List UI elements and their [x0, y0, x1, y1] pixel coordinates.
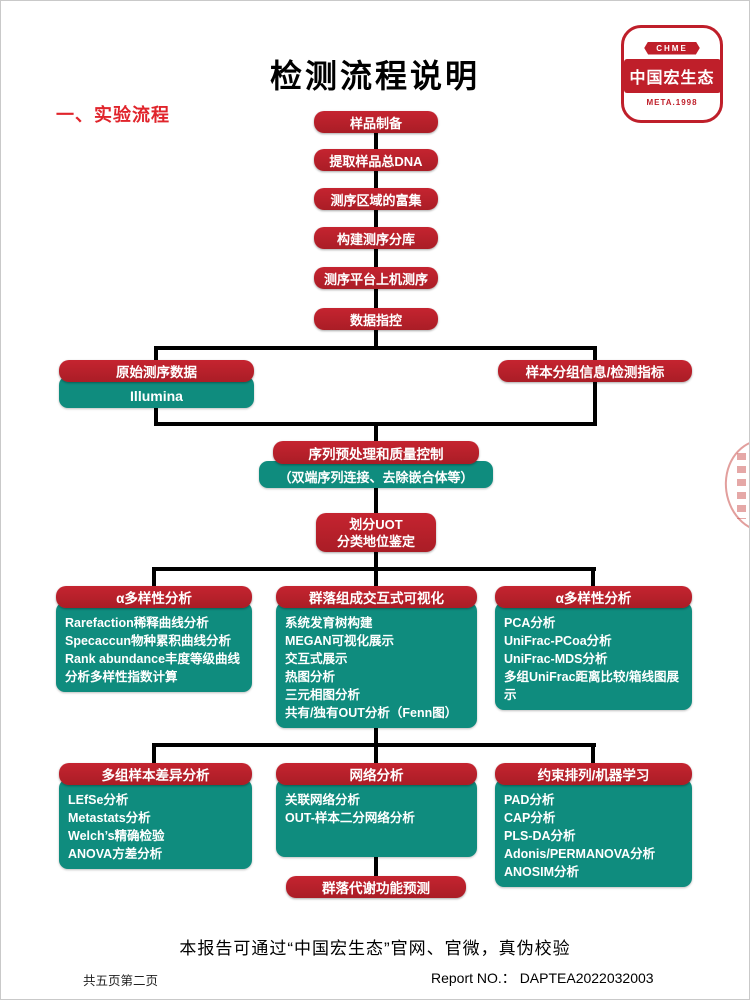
connector-line: [374, 743, 378, 763]
connector-line: [374, 330, 378, 346]
connector-line: [374, 210, 378, 227]
page-indicator: 共五页第二页: [83, 974, 159, 988]
connector-line: [593, 346, 597, 360]
connector-line: [374, 133, 378, 149]
analysis-item: 多组UniFrac距离比较/箱线图展示: [504, 670, 680, 702]
logo-meta-text: META.1998: [646, 97, 698, 107]
report-number: Report NO.： DAPTEA2022032003: [431, 970, 654, 986]
analysis-item: 共有/独有OUT分析（Fenn图）: [285, 706, 458, 720]
connector-line: [591, 743, 595, 763]
analysis-item: 交互式展示: [285, 652, 348, 666]
analysis-item: OUT-样本二分网络分析: [285, 811, 415, 825]
analysis-item: PCA分析: [504, 616, 556, 630]
community-visualization-box-body: 系统发育树构建 MEGAN可视化展示 交互式展示 热图分析 三元相图分析 共有/…: [276, 602, 477, 728]
analysis-item: 热图分析: [285, 670, 336, 684]
beta-diversity-box-header: α多样性分析: [495, 586, 692, 608]
analysis-item: Welch’s精确检验: [68, 829, 165, 843]
analysis-item: PAD分析: [504, 793, 555, 807]
seal-stamp-marks: [737, 453, 746, 519]
connector-line: [593, 382, 597, 422]
connector-line: [374, 171, 378, 188]
sample-info-box: 样本分组信息/检测指标: [498, 360, 692, 382]
analysis-item: Specaccun物种累积曲线分析: [65, 634, 232, 648]
machine-learning-box-body: PAD分析 CAP分析 PLS-DA分析 Adonis/PERMANOVA分析 …: [495, 779, 692, 887]
section-heading: 一、实验流程: [56, 105, 170, 125]
difference-analysis-box-body: LEfSe分析 Metastats分析 Welch’s精确检验 ANOVA方差分…: [59, 779, 252, 869]
analysis-item: 系统发育树构建: [285, 616, 373, 630]
connector-line: [374, 857, 378, 876]
page-title: 检测流程说明: [269, 58, 480, 94]
footer-verification-note: 本报告可通过“中国宏生态”官网、官微，真伪校验: [179, 939, 571, 958]
uot-classification-box: 划分UOT 分类地位鉴定: [316, 513, 436, 552]
connector-line: [152, 567, 156, 586]
uot-line-2: 分类地位鉴定: [336, 533, 415, 549]
difference-analysis-box-header: 多组样本差异分析: [59, 763, 252, 785]
company-logo-badge: CHME 中国宏生态 META.1998: [621, 25, 723, 123]
flow-step-box: 提取样品总DNA: [314, 149, 438, 171]
network-analysis-box-header: 网络分析: [276, 763, 477, 785]
analysis-item: Rank abundance丰度等级曲线分析多样性指数计算: [65, 652, 241, 684]
logo-banner: CHME: [644, 41, 700, 55]
logo-company-name: 中国宏生态: [623, 58, 721, 93]
analysis-item: 三元相图分析: [285, 688, 361, 702]
flow-step-box: 测序区域的富集: [314, 188, 438, 210]
connector-line: [374, 728, 378, 743]
machine-learning-box-header: 约束排列/机器学习: [495, 763, 692, 785]
network-analysis-box-body: 关联网络分析 OUT-样本二分网络分析: [276, 779, 477, 857]
flow-step-box: 数据指控: [314, 308, 438, 330]
connector-line: [374, 289, 378, 308]
analysis-item: UniFrac-MDS分析: [504, 652, 608, 666]
preprocess-box-body: （双端序列连接、去除嵌合体等）: [259, 461, 493, 488]
alpha-diversity-box-header: α多样性分析: [56, 586, 252, 608]
connector-line: [374, 552, 378, 567]
raw-data-box-header: 原始测序数据: [59, 360, 254, 382]
connector-line: [152, 743, 156, 763]
community-visualization-box-header: 群落组成交互式可视化: [276, 586, 477, 608]
flow-step-box: 构建测序分库: [314, 227, 438, 249]
beta-diversity-box-body: PCA分析 UniFrac-PCoa分析 UniFrac-MDS分析 多组Uni…: [495, 602, 692, 710]
uot-line-1: 划分UOT: [349, 516, 403, 532]
connector-line: [154, 346, 158, 360]
analysis-item: ANOSIM分析: [504, 865, 580, 879]
connector-line: [591, 567, 595, 586]
analysis-item: 关联网络分析: [285, 793, 361, 807]
preprocess-box-header: 序列预处理和质量控制: [273, 441, 479, 464]
analysis-item: PLS-DA分析: [504, 829, 576, 843]
connector-line: [374, 422, 378, 441]
connector-line: [154, 408, 158, 422]
analysis-item: Adonis/PERMANOVA分析: [504, 847, 656, 861]
analysis-item: Rarefaction稀释曲线分析: [65, 616, 209, 630]
connector-line: [374, 249, 378, 267]
analysis-item: Metastats分析: [68, 811, 151, 825]
connector-line: [154, 346, 597, 350]
analysis-item: UniFrac-PCoa分析: [504, 634, 612, 648]
flow-step-box: 测序平台上机测序: [314, 267, 438, 289]
analysis-item: LEfSe分析: [68, 793, 129, 807]
analysis-item: MEGAN可视化展示: [285, 634, 395, 648]
alpha-diversity-box-body: Rarefaction稀释曲线分析 Specaccun物种累积曲线分析 Rank…: [56, 602, 252, 692]
function-prediction-box: 群落代谢功能预测: [286, 876, 466, 898]
flow-step-box: 样品制备: [314, 111, 438, 133]
connector-line: [374, 488, 378, 513]
analysis-item: ANOVA方差分析: [68, 847, 163, 861]
analysis-item: CAP分析: [504, 811, 556, 825]
connector-line: [374, 567, 378, 586]
